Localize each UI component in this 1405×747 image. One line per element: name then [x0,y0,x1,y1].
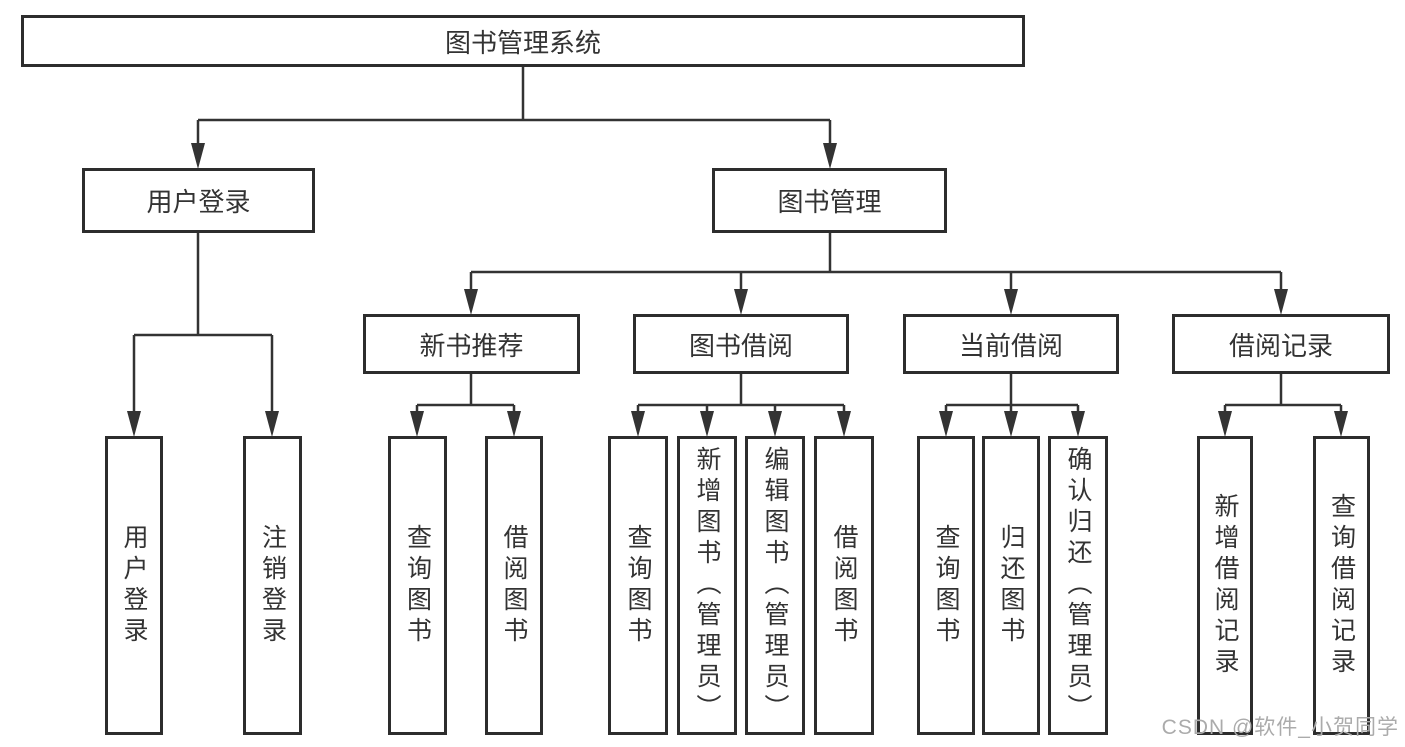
node-book-borrowing: 图书借阅 [633,314,849,374]
leaf-current-return-books-label: 归还图书 [997,523,1025,648]
leaf-records-add-record-label: 新增借阅记录 [1211,492,1239,679]
node-root: 图书管理系统 [21,15,1025,67]
leaf-newbook-query-books: 查询图书 [388,436,447,735]
node-user-login-label: 用户登录 [146,187,251,217]
node-book-management-label: 图书管理 [777,187,882,217]
leaf-records-add-record: 新增借阅记录 [1197,436,1253,735]
leaf-borrow-query-books: 查询图书 [608,436,668,735]
node-current-borrowing-label: 当前借阅 [958,330,1063,361]
leaf-logout: 注销登录 [243,436,302,735]
node-current-borrowing: 当前借阅 [903,314,1119,374]
node-book-management: 图书管理 [712,168,947,233]
leaf-borrow-add-books-admin: 新增图书（管理员） [677,436,737,735]
leaf-records-query-record: 查询借阅记录 [1313,436,1370,735]
leaf-borrow-edit-books-admin: 编辑图书（管理员） [745,436,805,735]
node-borrowing-records: 借阅记录 [1172,314,1390,374]
leaf-current-confirm-return-admin: 确认归还（管理员） [1048,436,1108,735]
node-borrowing-records-label: 借阅记录 [1228,330,1333,361]
leaf-current-confirm-return-admin-label: 确认归还（管理员） [1064,446,1092,725]
leaf-borrow-add-books-admin-label: 新增图书（管理员） [693,446,721,725]
leaf-current-return-books: 归还图书 [982,436,1040,735]
node-book-borrowing-label: 图书借阅 [688,330,793,361]
csdn-watermark: CSDN @软件_小贺同学 [1161,716,1399,739]
leaf-current-query-books: 查询图书 [917,436,975,735]
leaf-borrow-edit-books-admin-label: 编辑图书（管理员） [761,446,789,725]
node-new-book-recommend-label: 新书推荐 [419,330,524,361]
node-user-login: 用户登录 [82,168,315,233]
leaf-logout-label: 注销登录 [258,523,287,648]
leaf-records-query-record-label: 查询借阅记录 [1327,492,1356,679]
leaf-current-query-books-label: 查询图书 [932,523,960,648]
leaf-newbook-borrow-books-label: 借阅图书 [500,523,528,648]
leaf-borrow-borrow-books-label: 借阅图书 [830,523,858,648]
leaf-newbook-borrow-books: 借阅图书 [485,436,543,735]
leaf-borrow-borrow-books: 借阅图书 [814,436,874,735]
leaf-user-login: 用户登录 [105,436,163,735]
connector-arrowheads [127,143,1348,437]
leaf-user-login-label: 用户登录 [120,523,148,648]
node-new-book-recommend: 新书推荐 [363,314,580,374]
leaf-newbook-query-books-label: 查询图书 [403,523,432,648]
node-root-label: 图书管理系统 [444,27,601,58]
leaf-borrow-query-books-label: 查询图书 [624,523,652,648]
